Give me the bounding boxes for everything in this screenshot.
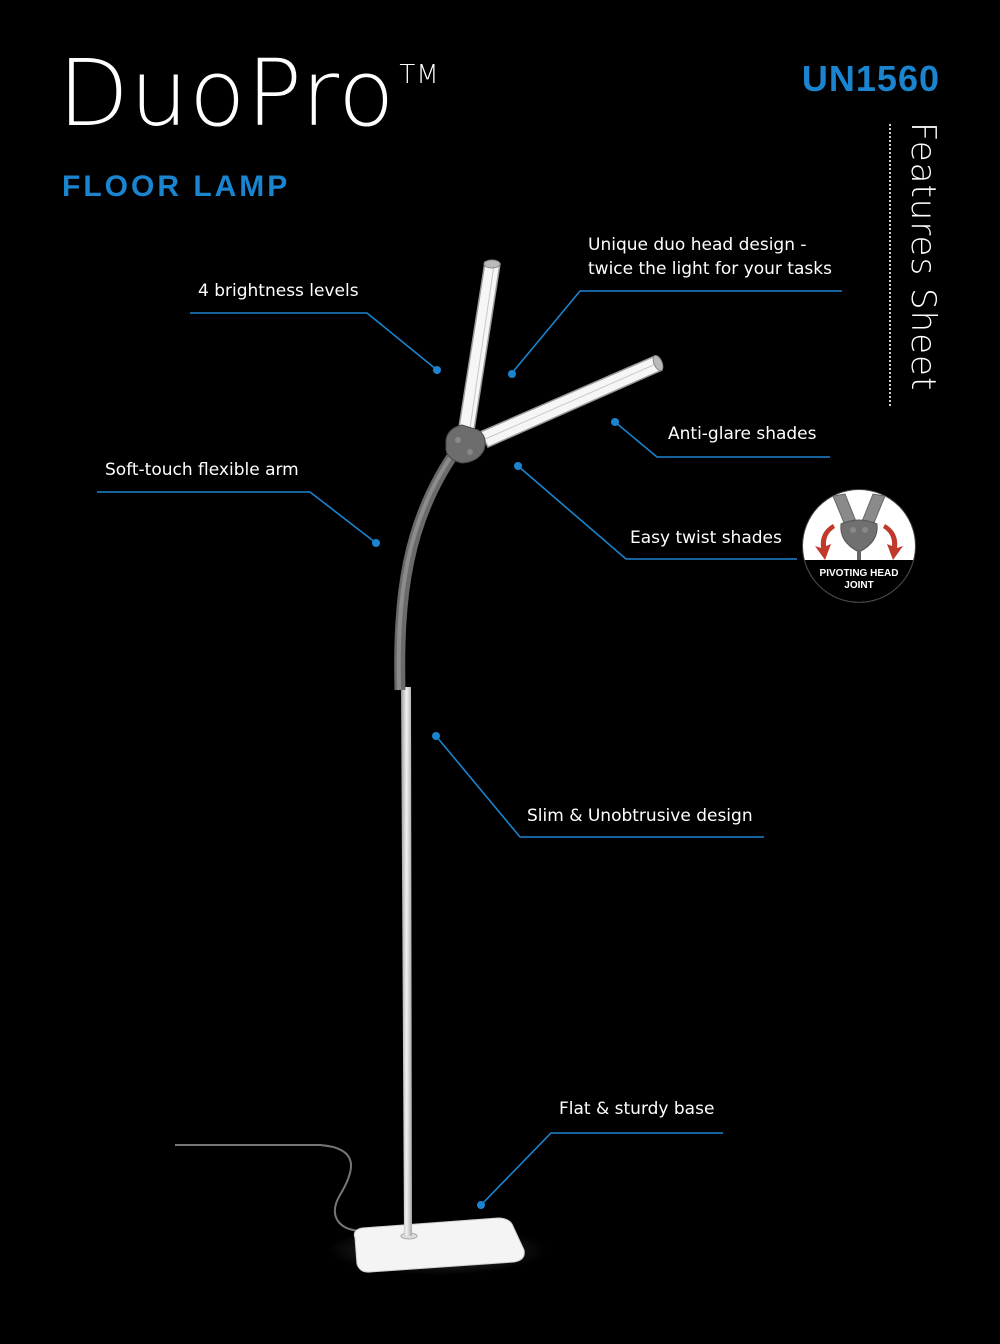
trademark-symbol: TM [399, 60, 440, 90]
callout-dot [508, 370, 516, 378]
lamp-head-upper [458, 259, 501, 431]
features-sheet-heading: Features Sheet [889, 122, 945, 412]
power-cord [175, 1144, 373, 1232]
feature-flexible-arm: Soft-touch flexible arm [105, 460, 299, 480]
product-type: FLOOR LAMP [62, 170, 291, 203]
callout-dots [372, 366, 619, 1209]
callout-dot [433, 366, 441, 374]
callout-dot [611, 418, 619, 426]
feature-slim-design: Slim & Unobtrusive design [527, 806, 753, 826]
feature-duo-head-line1: Unique duo head design - [588, 235, 807, 255]
feature-easy-twist: Easy twist shades [630, 528, 782, 548]
badge-caption-line2: JOINT [844, 580, 874, 591]
feature-anti-glare: Anti-glare shades [668, 424, 817, 444]
lamp-head-lower [478, 355, 664, 448]
lamp-base [353, 1217, 525, 1273]
callout-dot [372, 539, 380, 547]
dotted-divider [889, 124, 891, 406]
pivot-joint-icon [815, 493, 903, 564]
lamp-pole [401, 687, 412, 1236]
rotate-left-arrow-icon [815, 524, 835, 560]
product-name: DuoPro [58, 40, 396, 147]
model-number: UN1560 [801, 58, 940, 99]
sheet-title: Features Sheet [903, 122, 943, 392]
callout-dot [432, 732, 440, 740]
feature-brightness-levels: 4 brightness levels [198, 281, 359, 301]
callout-dot [477, 1201, 485, 1209]
flexible-arm [394, 441, 465, 691]
callout-dot [514, 462, 522, 470]
badge-caption-line1: PIVOTING HEAD [819, 568, 899, 579]
rotate-right-arrow-icon [883, 524, 903, 560]
callout-lines [97, 290, 842, 1206]
feature-duo-head: Unique duo head design - twice the light… [588, 233, 832, 281]
badge-caption: PIVOTING HEAD JOINT [803, 560, 915, 602]
pivot-joint [445, 424, 486, 464]
feature-sturdy-base: Flat & sturdy base [559, 1099, 715, 1119]
pivoting-head-badge: PIVOTING HEAD JOINT [803, 490, 915, 602]
feature-duo-head-line2: twice the light for your tasks [588, 259, 832, 279]
